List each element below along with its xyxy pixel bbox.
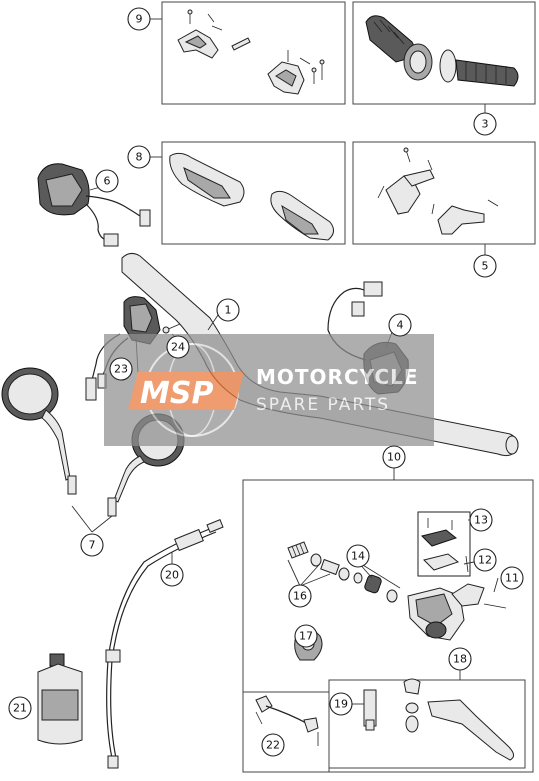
fluid-bottle-part	[37, 653, 83, 745]
callout-11: 11	[500, 566, 524, 590]
callout-18: 18	[448, 647, 472, 671]
callout-22: 22	[261, 733, 285, 757]
svg-text:23: 23	[114, 363, 128, 376]
callout-5: 5	[473, 254, 497, 278]
box-lever-kit	[328, 679, 526, 769]
box-cable-kit	[242, 691, 330, 773]
callout-14: 14	[346, 544, 370, 568]
callout-16: 16	[288, 584, 312, 608]
cable-kit-part	[255, 695, 319, 746]
svg-text:22: 22	[266, 739, 280, 752]
callout-21: 21	[8, 696, 32, 720]
callout-20: 20	[160, 563, 184, 587]
svg-text:18: 18	[453, 653, 467, 666]
svg-text:12: 12	[478, 554, 492, 567]
hand-guard-covers-part	[169, 152, 334, 241]
callout-10: 10	[382, 445, 406, 469]
watermark-logo: MSP	[140, 376, 213, 411]
callout-8: 8	[127, 145, 151, 169]
callout-23: 23	[109, 357, 133, 381]
hand-guard-brackets-part	[377, 147, 499, 235]
svg-text:5: 5	[482, 260, 489, 273]
piston-kit-part	[287, 541, 398, 603]
svg-text:3: 3	[482, 118, 489, 131]
svg-text:9: 9	[136, 13, 143, 26]
box-hand-guard-brackets	[352, 141, 536, 245]
svg-text:11: 11	[505, 572, 519, 585]
watermark-logo-badge	[128, 372, 244, 410]
reservoir-cover-part	[417, 511, 471, 577]
svg-text:1: 1	[225, 304, 232, 317]
watermark-line2: SPARE PARTS	[256, 395, 390, 415]
svg-text:19: 19	[334, 698, 348, 711]
svg-text:8: 8	[136, 151, 143, 164]
svg-text:21: 21	[13, 702, 27, 715]
box-mounting-kit	[161, 1, 346, 105]
clutch-cable-part	[105, 519, 224, 769]
svg-text:17: 17	[299, 630, 313, 643]
clutch-lever-part	[363, 678, 514, 761]
svg-text:7: 7	[89, 539, 96, 552]
callout-6: 6	[95, 169, 119, 193]
box-grips	[352, 1, 536, 105]
callout-24: 24	[166, 335, 190, 359]
callout-9: 9	[127, 7, 151, 31]
watermark-line1: MOTORCYCLE	[256, 365, 418, 389]
svg-text:16: 16	[293, 590, 307, 603]
box-clutch-master-cylinder	[242, 479, 534, 773]
throttle-housing-part	[85, 296, 181, 401]
callout-1: 1	[216, 298, 240, 322]
box-hand-guard-covers	[161, 141, 346, 245]
svg-text:4: 4	[397, 319, 404, 332]
svg-text:14: 14	[351, 550, 365, 563]
callout-7: 7	[80, 533, 104, 557]
callout-12: 12	[473, 548, 497, 572]
callout-19: 19	[329, 692, 353, 716]
mounting-kit-part	[177, 9, 325, 95]
callout-17: 17	[294, 624, 318, 648]
callout-4: 4	[388, 313, 412, 337]
svg-text:6: 6	[104, 175, 111, 188]
callout-13: 13	[469, 508, 493, 532]
svg-text:10: 10	[387, 451, 401, 464]
grips-part	[365, 15, 519, 87]
watermark: MSP MOTORCYCLE SPARE PARTS	[104, 334, 434, 446]
callout-3: 3	[473, 112, 497, 136]
switch-assembly-left	[37, 163, 151, 247]
master-cylinder-part	[407, 583, 507, 641]
svg-text:20: 20	[165, 569, 179, 582]
svg-text:24: 24	[171, 341, 185, 354]
svg-text:13: 13	[474, 514, 488, 527]
